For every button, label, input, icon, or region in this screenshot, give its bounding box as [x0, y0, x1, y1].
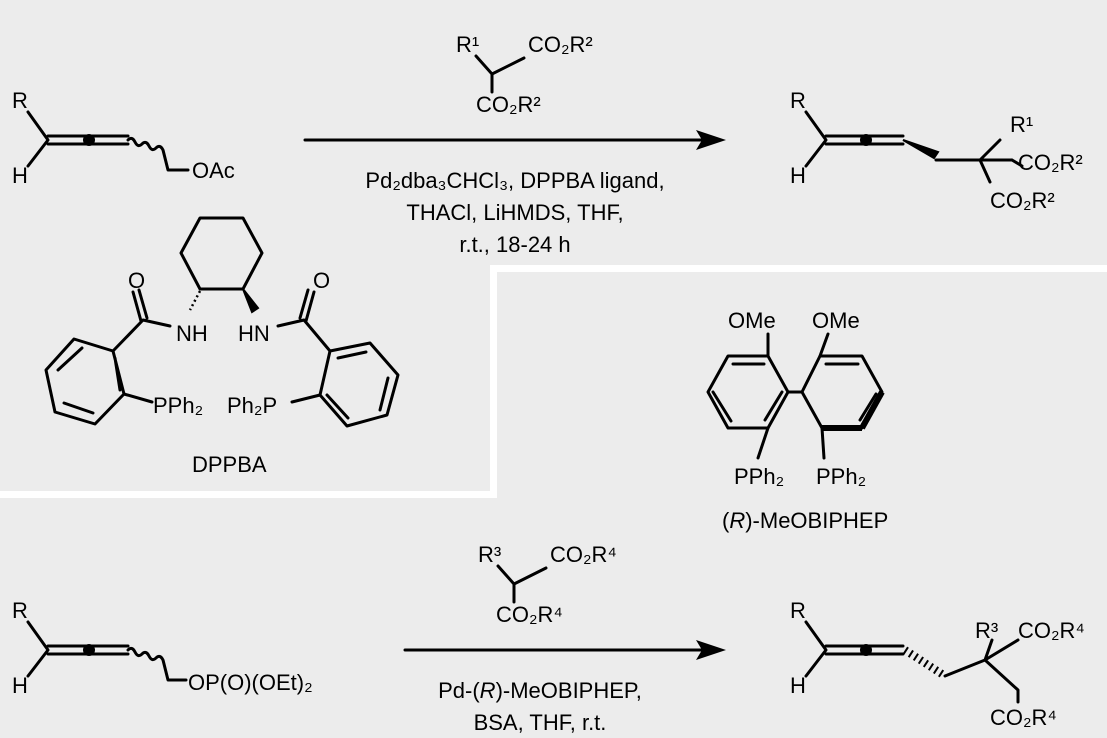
meobiphep-ligand-structure: OMe OMe PPh₂ PPh₂ (R)-MeOBIPHEP	[706, 308, 888, 533]
h-label: H	[790, 163, 806, 188]
ester-label: CO₂R²	[1018, 150, 1083, 175]
conditions-line: Pd₂dba₃CHCl₃, DPPBA ligand,	[365, 168, 664, 193]
panel-divider	[0, 265, 1107, 498]
conditions-line: r.t., 18-24 h	[459, 232, 570, 257]
ester-label: CO₂R²	[476, 92, 541, 117]
allene-product-2: R H R³ CO₂R⁴ CO₂R⁴	[790, 598, 1085, 730]
dppba-ligand-structure: NH HN O PPh₂ O Ph₂P DPPBA	[44, 216, 400, 477]
ester-label: CO₂R⁴	[550, 542, 617, 567]
conditions-line: THACl, LiHMDS, THF,	[406, 200, 623, 225]
phosphine-label: PPh₂	[153, 393, 203, 418]
r1-label: R¹	[456, 32, 479, 57]
leaving-group-label: OAc	[192, 158, 235, 183]
allenyl-phosphate-substrate: R H OP(O)(OEt)₂	[12, 598, 313, 698]
ester-label: CO₂R²	[528, 32, 593, 57]
reaction-arrow-2	[403, 640, 726, 660]
reaction-arrow-1	[303, 130, 726, 150]
conditions-line: Pd-(R)-MeOBIPHEP,	[438, 678, 642, 703]
leaving-group-label: OP(O)(OEt)₂	[188, 670, 313, 695]
ester-label: CO₂R⁴	[990, 705, 1057, 730]
phosphine-label: PPh₂	[734, 464, 784, 489]
phosphine-label: Ph₂P	[227, 393, 277, 418]
r-label: R	[790, 88, 806, 113]
malonate-reagent-2: R³ CO₂R⁴ CO₂R⁴	[478, 542, 617, 627]
r-label: R	[12, 88, 28, 113]
h-label: H	[12, 163, 28, 188]
allene-product-1: R H R¹ CO₂R² CO₂R²	[790, 88, 1083, 213]
nh-label: HN	[238, 321, 270, 346]
phosphine-label: PPh₂	[816, 464, 866, 489]
nh-label: NH	[176, 321, 208, 346]
ligand-name: (R)-MeOBIPHEP	[722, 508, 888, 533]
allene-center-dot	[83, 134, 95, 146]
conditions-line: BSA, THF, r.t.	[474, 710, 607, 735]
r3-label: R³	[478, 542, 501, 567]
r3-label: R³	[975, 618, 998, 643]
h-label: H	[790, 673, 806, 698]
methoxy-label: OMe	[812, 308, 860, 333]
ester-label: CO₂R²	[990, 188, 1055, 213]
r-label: R	[790, 598, 806, 623]
allenyl-acetate-substrate: R H OAc	[12, 88, 235, 188]
ligand-name: DPPBA	[192, 452, 267, 477]
r-label: R	[12, 598, 28, 623]
oxygen-label: O	[313, 268, 330, 293]
ester-label: CO₂R⁴	[496, 602, 563, 627]
h-label: H	[12, 673, 28, 698]
malonate-reagent-1: R¹ CO₂R² CO₂R²	[456, 32, 593, 117]
methoxy-label: OMe	[728, 308, 776, 333]
r1-label: R¹	[1010, 112, 1033, 137]
oxygen-label: O	[128, 268, 145, 293]
ester-label: CO₂R⁴	[1018, 618, 1085, 643]
